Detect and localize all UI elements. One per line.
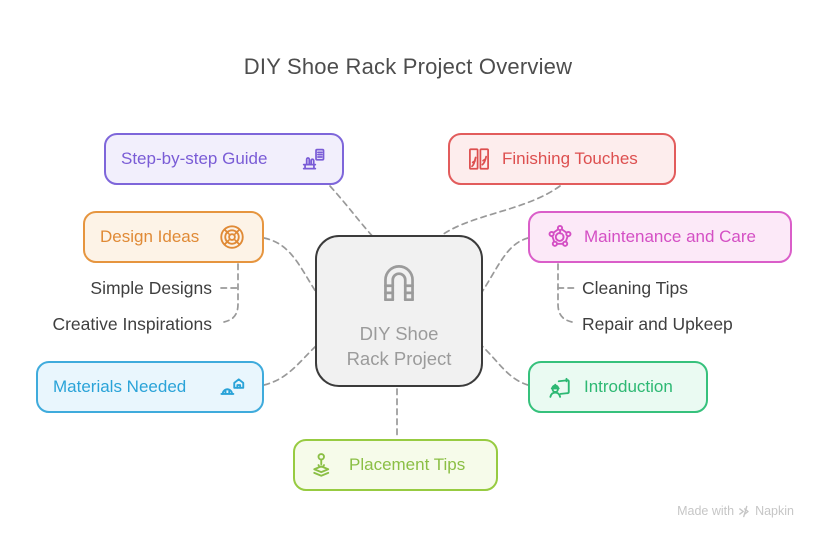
shoe-rack-icon (374, 257, 424, 312)
pin-layers-icon (310, 450, 340, 480)
sub-item-creative-inspirations[interactable]: Creative Inspirations (52, 314, 212, 334)
connector-design (263, 237, 319, 296)
paint-panels-icon (465, 145, 493, 173)
worker-board-icon (545, 372, 575, 402)
node-design-ideas[interactable]: Design Ideas (83, 211, 264, 263)
medallion-icon (217, 222, 247, 252)
node-label: Step-by-step Guide (121, 149, 268, 168)
rack-document-icon (299, 145, 327, 173)
node-label: Introduction (584, 377, 673, 396)
node-label: Materials Needed (53, 377, 187, 396)
connector-design-branch (223, 263, 239, 323)
node-placement-tips[interactable]: Placement Tips (293, 439, 498, 491)
connector-maintenance (479, 237, 529, 296)
center-node[interactable]: DIY Shoe Rack Project (315, 235, 483, 387)
watermark-brand: Napkin (755, 504, 794, 518)
node-materials-needed[interactable]: Materials Needed (36, 361, 264, 413)
node-introduction[interactable]: Introduction (528, 361, 708, 413)
napkin-logo-icon (738, 505, 751, 518)
sub-item-cleaning-tips[interactable]: Cleaning Tips (582, 278, 689, 298)
connector-introduction (479, 343, 529, 386)
node-maintenance-and-care[interactable]: Maintenance and Care (528, 211, 792, 263)
node-label: Placement Tips (349, 455, 466, 474)
connector-step-guide (329, 185, 375, 239)
node-label: Maintenance and Care (584, 227, 757, 246)
sub-item-repair-and-upkeep[interactable]: Repair and Upkeep (582, 314, 733, 334)
watermark-prefix: Made with (677, 504, 735, 518)
center-node-label: DIY Shoe Rack Project (346, 323, 452, 369)
node-label: Finishing Touches (502, 149, 638, 168)
gear-refresh-icon (545, 222, 575, 252)
napkin-watermark[interactable]: Made with Napkin (677, 504, 794, 518)
node-finishing-touches[interactable]: Finishing Touches (448, 133, 676, 185)
node-step-by-step-guide[interactable]: Step-by-step Guide (104, 133, 344, 185)
connector-maintenance-branch (557, 263, 573, 323)
node-label: Design Ideas (100, 227, 200, 246)
house-hardhat-icon (217, 372, 247, 402)
connector-materials (263, 343, 319, 386)
sub-item-simple-designs[interactable]: Simple Designs (90, 278, 212, 298)
page-title[interactable]: DIY Shoe Rack Project Overview (243, 54, 573, 79)
